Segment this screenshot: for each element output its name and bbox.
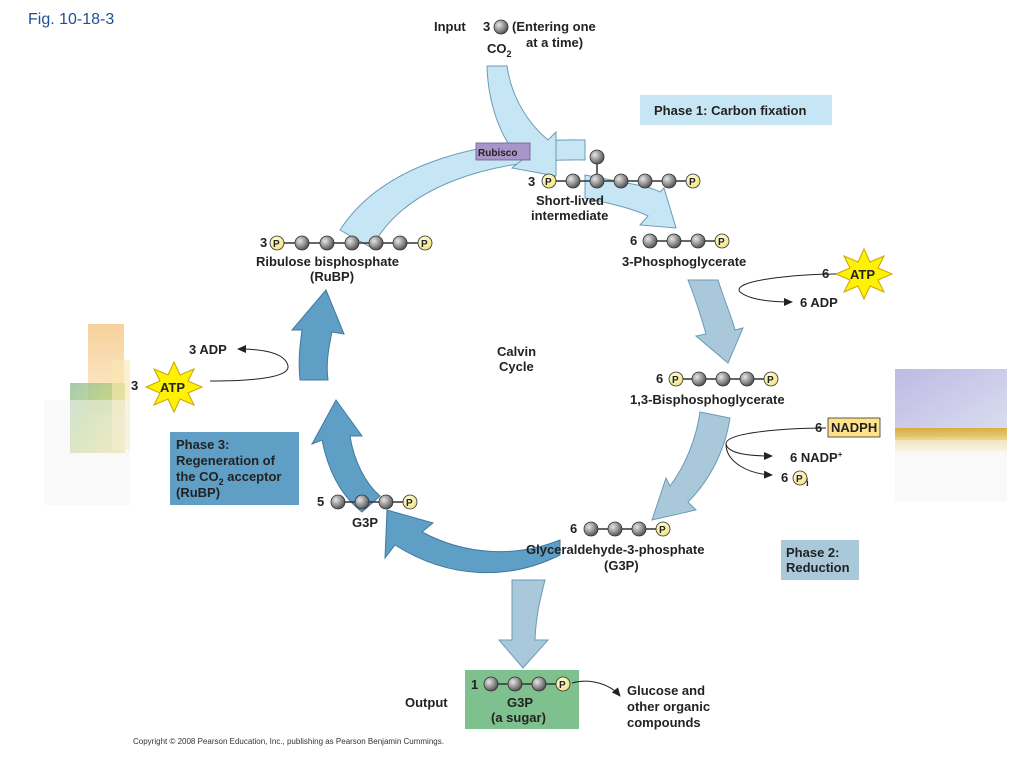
input-note-line2: at a time)	[526, 35, 583, 50]
pi-count: 6	[781, 470, 788, 485]
phase2-label-line1: Phase 2:	[786, 545, 839, 560]
nadph-label: NADPH	[831, 420, 877, 435]
output-g3p-molecule: P	[483, 676, 571, 692]
phase3-label-line4: (RuBP)	[176, 485, 220, 500]
phase3-label-line1: Phase 3:	[176, 437, 229, 452]
phase3-arrow-bottom	[384, 509, 561, 574]
phase2-arrow-lower	[651, 411, 731, 521]
phase2-box	[781, 540, 859, 580]
phase3-arrow-lower-left	[310, 399, 381, 513]
copyright: Copyright © 2008 Pearson Education, Inc.…	[133, 737, 444, 746]
pi-phosphate-icon	[792, 470, 808, 486]
phase3-box	[170, 432, 299, 505]
chloroplast-texture-right	[895, 369, 1007, 502]
g3p5-count: 5	[317, 494, 324, 509]
phase1-arc-arrow	[339, 139, 586, 249]
svg-text:P: P	[689, 177, 696, 188]
chloroplast-texture-left	[44, 324, 130, 505]
pga-label: 3-Phosphoglycerate	[622, 254, 746, 269]
pi-subscript: i	[806, 478, 809, 489]
output-g3p-line2: (a sugar)	[491, 710, 546, 725]
atp3-burst-icon	[144, 360, 204, 414]
atp2-label: ATP	[850, 267, 875, 282]
g3p6-count: 6	[570, 521, 577, 536]
input-count: 3	[483, 19, 490, 34]
rubisco-label: Rubisco	[478, 148, 517, 159]
svg-text:P: P	[659, 525, 666, 536]
phase1-box	[640, 95, 832, 125]
adp2-label: 6 ADP	[800, 295, 838, 310]
rubisco-box	[475, 142, 531, 161]
atp3-count: 3	[131, 378, 138, 393]
phase2-arrow-upper	[687, 279, 744, 364]
bpg-count: 6	[656, 371, 663, 386]
svg-text:P: P	[672, 375, 679, 386]
co2-label: CO2	[487, 41, 512, 59]
nadph-to-nadp-arrow	[725, 427, 827, 460]
atp2-conversion-arrow	[738, 273, 837, 306]
cycle-label-line1: Calvin	[497, 344, 536, 359]
input-label: Input	[434, 19, 466, 34]
nadph-box	[827, 417, 881, 438]
output-label: Output	[405, 695, 448, 710]
svg-text:P: P	[767, 375, 774, 386]
nadp-label: 6 NADP+	[790, 450, 843, 465]
input-note-line1: (Entering one	[512, 19, 596, 34]
svg-text:P: P	[559, 680, 566, 691]
g3p5-label: G3P	[352, 515, 378, 530]
g3p6-molecule: P	[583, 521, 671, 537]
nadph-to-pi-arrow	[725, 443, 773, 479]
g3p6-label-line1: Glyceraldehyde-3-phosphate	[526, 542, 704, 557]
glucose-label-line3: compounds	[627, 715, 701, 730]
g3p5-molecule: P	[330, 494, 418, 510]
svg-text:P: P	[421, 239, 428, 250]
output-to-glucose-arrow	[571, 680, 621, 697]
atp3-conversion-arrow	[209, 345, 289, 382]
rubp-label-line2: (RuBP)	[310, 269, 354, 284]
intermediate-label-line1: Short-lived	[536, 193, 604, 208]
output-count: 1	[471, 677, 478, 692]
svg-text:P: P	[545, 177, 552, 188]
adp3-label: 3 ADP	[189, 342, 227, 357]
intermediate-count: 3	[528, 174, 535, 189]
cycle-label-line2: Cycle	[499, 359, 534, 374]
nadph-count: 6	[815, 420, 822, 435]
output-g3p-line1: G3P	[507, 695, 533, 710]
rubp-molecule: P P	[269, 235, 433, 251]
pga-count: 6	[630, 233, 637, 248]
svg-text:P: P	[273, 239, 280, 250]
pga-molecule: P	[642, 233, 730, 249]
co2-carbon-icon	[493, 19, 509, 35]
atp2-count: 6	[822, 266, 829, 281]
pi-phosphate-letter: P	[796, 474, 803, 485]
glucose-label-line2: other organic	[627, 699, 710, 714]
svg-text:P: P	[406, 498, 413, 509]
bpg-label: 1,3-Bisphosphoglycerate	[630, 392, 785, 407]
phase1-label: Phase 1: Carbon fixation	[654, 103, 806, 118]
atp3-label: ATP	[160, 380, 185, 395]
rubp-count: 3	[260, 235, 267, 250]
glucose-label-line1: Glucose and	[627, 683, 705, 698]
intermediate-molecule: P P	[541, 149, 701, 189]
output-arrow	[497, 579, 550, 669]
co2-input-arrow	[486, 65, 557, 177]
figure-label: Fig. 10-18-3	[28, 11, 114, 28]
svg-text:P: P	[718, 237, 725, 248]
phase2-label-line2: Reduction	[786, 560, 850, 575]
rubp-label-line1: Ribulose bisphosphate	[256, 254, 399, 269]
phase3-arrow-upper-left	[290, 289, 345, 381]
phase3-label-line3: the CO2 acceptor	[176, 469, 281, 487]
intermediate-label-line2: intermediate	[531, 208, 608, 223]
bpg-molecule: P P	[668, 371, 779, 387]
g3p6-label-line2: (G3P)	[604, 558, 639, 573]
atp2-burst-icon	[834, 247, 894, 301]
phase3-label-line2: Regeneration of	[176, 453, 276, 468]
